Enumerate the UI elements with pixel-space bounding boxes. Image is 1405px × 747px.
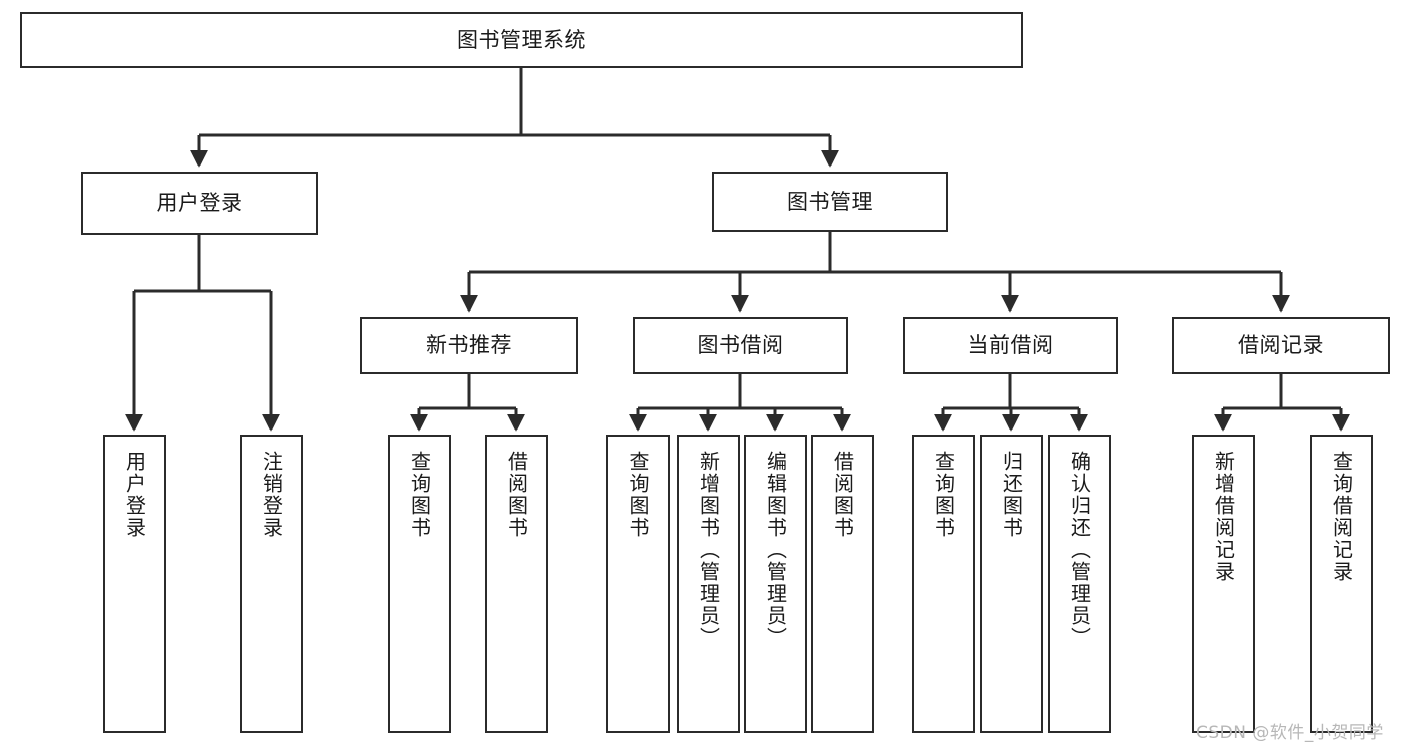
leaf-logout[interactable]: 注销登录 [240,435,303,733]
node-user-login-label: 用户登录 [156,191,243,216]
leaf-borrow-book-nb-label: 借阅图书 [504,451,529,539]
node-root-label: 图书管理系统 [457,27,586,52]
leaf-borrow-book-nb[interactable]: 借阅图书 [485,435,548,733]
leaf-query-book-bb-label: 查询图书 [626,451,650,539]
leaf-query-book-nb[interactable]: 查询图书 [388,435,451,733]
node-book-manage-label: 图书管理 [787,189,873,214]
leaf-add-book[interactable]: 新增图书（管理员） [677,435,740,733]
node-root[interactable]: 图书管理系统 [20,12,1023,68]
leaf-user-login[interactable]: 用户登录 [103,435,166,733]
node-current-borrow-label: 当前借阅 [967,333,1054,358]
node-borrow-record[interactable]: 借阅记录 [1172,317,1390,374]
node-borrow-record-label: 借阅记录 [1238,333,1324,358]
leaf-confirm-return-label: 确认归还（管理员） [1067,451,1092,649]
leaf-edit-book-label: 编辑图书（管理员） [763,451,788,649]
leaf-return-book[interactable]: 归还图书 [980,435,1043,733]
leaf-query-book-nb-label: 查询图书 [407,451,432,539]
leaf-query-book-bb[interactable]: 查询图书 [606,435,670,733]
leaf-user-login-label: 用户登录 [122,451,147,539]
leaf-logout-label: 注销登录 [259,451,284,539]
leaf-add-book-label: 新增图书（管理员） [696,451,721,649]
leaf-add-borrow-record[interactable]: 新增借阅记录 [1192,435,1255,733]
leaf-borrow-book-bb[interactable]: 借阅图书 [811,435,874,733]
leaf-return-book-label: 归还图书 [999,451,1024,539]
leaf-query-borrow-record[interactable]: 查询借阅记录 [1310,435,1373,733]
leaf-edit-book[interactable]: 编辑图书（管理员） [744,435,807,733]
node-user-login[interactable]: 用户登录 [81,172,318,235]
node-book-manage[interactable]: 图书管理 [712,172,948,232]
leaf-add-borrow-record-label: 新增借阅记录 [1211,451,1236,583]
leaf-borrow-book-bb-label: 借阅图书 [830,451,855,539]
leaf-query-book-cb[interactable]: 查询图书 [912,435,975,733]
leaf-confirm-return[interactable]: 确认归还（管理员） [1048,435,1111,733]
node-book-borrow-label: 图书借阅 [697,333,784,358]
leaf-query-borrow-record-label: 查询借阅记录 [1329,451,1354,583]
node-new-book-recommend-label: 新书推荐 [426,333,512,358]
node-book-borrow[interactable]: 图书借阅 [633,317,848,374]
leaf-query-book-cb-label: 查询图书 [931,451,956,539]
node-current-borrow[interactable]: 当前借阅 [903,317,1118,374]
node-new-book-recommend[interactable]: 新书推荐 [360,317,578,374]
